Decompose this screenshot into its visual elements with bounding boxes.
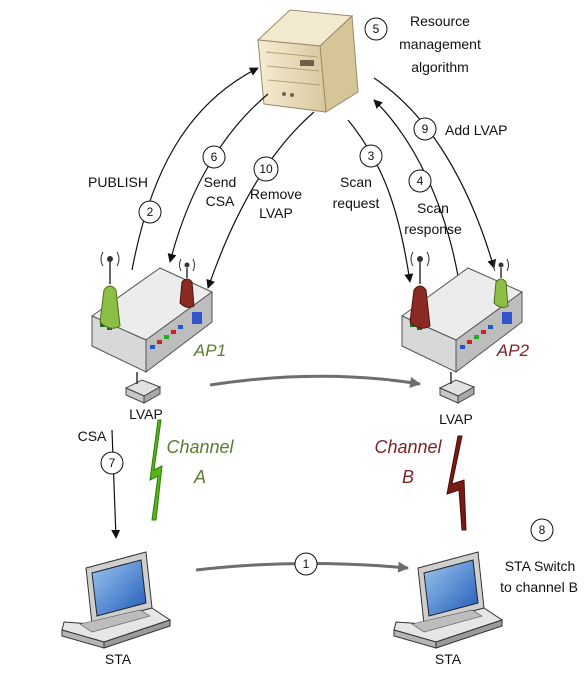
csa-arrow bbox=[111, 429, 121, 539]
scan-response-label: response bbox=[404, 221, 462, 237]
svg-text:1: 1 bbox=[303, 557, 310, 571]
lvap2-label: LVAP bbox=[439, 411, 473, 427]
step-5-badge: 5 bbox=[364, 17, 388, 41]
remove-lvap-label: LVAP bbox=[259, 205, 293, 221]
laptop-icon bbox=[393, 551, 504, 649]
step-3-badge: 3 bbox=[359, 144, 383, 168]
scan-request-label: Scan bbox=[340, 174, 372, 190]
svg-text:3: 3 bbox=[368, 149, 375, 163]
step-7-badge: 7 bbox=[100, 451, 124, 475]
svg-text:6: 6 bbox=[211, 150, 218, 164]
channel-b-label: B bbox=[402, 467, 414, 487]
step-4-badge: 4 bbox=[408, 169, 432, 193]
svg-text:5: 5 bbox=[373, 22, 380, 36]
scan-request-label: request bbox=[333, 195, 380, 211]
access-point-icon bbox=[401, 251, 523, 374]
access-point-icon bbox=[90, 251, 213, 374]
channel-b-link-icon bbox=[446, 435, 467, 531]
publish-arrow bbox=[131, 67, 259, 271]
lvap-device-icon bbox=[124, 372, 162, 404]
csa-label: CSA bbox=[78, 428, 107, 444]
server-label: management bbox=[399, 36, 481, 52]
channel-b-label: Channel bbox=[374, 437, 442, 457]
send-csa-label: CSA bbox=[206, 193, 235, 209]
step-9-badge: 9 bbox=[413, 117, 437, 141]
scan-response-label: Scan bbox=[417, 200, 449, 216]
ap1-label: AP1 bbox=[193, 341, 226, 360]
step-6-badge: 6 bbox=[202, 145, 226, 169]
scan-request-arrow bbox=[347, 119, 414, 283]
server-label: algorithm bbox=[411, 59, 469, 75]
sta-switch-label: to channel B bbox=[500, 579, 578, 595]
lvap-migration-arrow bbox=[209, 374, 422, 388]
svg-text:2: 2 bbox=[147, 205, 154, 219]
ap2-label: AP2 bbox=[496, 341, 530, 360]
lvap-device-icon bbox=[438, 372, 476, 404]
step-2-badge: 2 bbox=[138, 200, 162, 224]
channel-a-link-icon bbox=[149, 419, 163, 521]
server-label: Resource bbox=[410, 13, 470, 29]
sta2-label: STA bbox=[435, 651, 462, 667]
step-10-badge: 10 bbox=[253, 156, 279, 182]
add-lvap-arrow bbox=[373, 77, 497, 269]
server-icon bbox=[256, 9, 359, 113]
svg-text:8: 8 bbox=[539, 523, 546, 537]
step-1-badge: 1 bbox=[294, 552, 318, 576]
channel-a-label: A bbox=[193, 467, 206, 487]
sta1-label: STA bbox=[105, 651, 132, 667]
svg-text:7: 7 bbox=[109, 456, 116, 470]
publish-label: PUBLISH bbox=[88, 174, 148, 190]
step-8-badge: 8 bbox=[530, 518, 554, 542]
remove-lvap-arrow bbox=[206, 111, 315, 289]
svg-text:4: 4 bbox=[417, 174, 424, 188]
add-lvap-label: Add LVAP bbox=[445, 122, 508, 138]
channel-a-label: Channel bbox=[166, 437, 234, 457]
lvap1-label: LVAP bbox=[129, 406, 163, 422]
remove-lvap-label: Remove bbox=[250, 186, 302, 202]
sta-switch-label: STA Switch bbox=[505, 558, 576, 574]
svg-text:10: 10 bbox=[259, 162, 273, 176]
laptop-icon bbox=[61, 551, 172, 649]
send-csa-label: Send bbox=[204, 174, 237, 190]
svg-text:9: 9 bbox=[422, 122, 429, 136]
